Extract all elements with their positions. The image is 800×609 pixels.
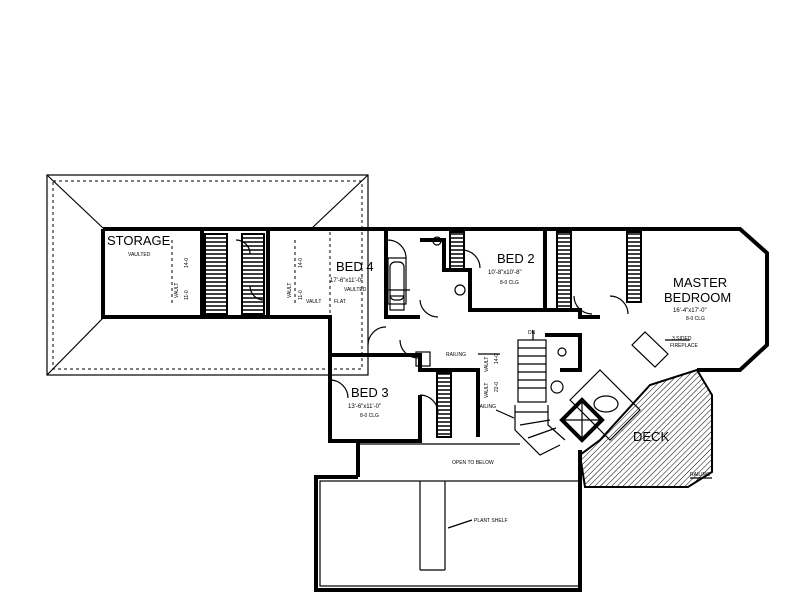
vault-label-storage: VAULT bbox=[174, 283, 180, 298]
deck-label: DECK bbox=[633, 429, 669, 444]
height-label-a: 14-0 bbox=[184, 258, 190, 268]
dn-label: DN bbox=[528, 330, 536, 336]
exterior-walls bbox=[101, 227, 769, 477]
height-label-d: 11-0 bbox=[298, 290, 304, 300]
height-label-b: 11-0 bbox=[184, 290, 190, 300]
bed4-dims: 17'-6"x11'-0" bbox=[330, 278, 363, 284]
vault-flat-vault: VAULT bbox=[306, 299, 321, 305]
bed2-dims: 10'-8"x10'-8" bbox=[488, 270, 522, 276]
height-label-e: 14-0 bbox=[494, 354, 500, 364]
master-note: 8-0 CLG bbox=[686, 316, 705, 322]
vault-label-bed4: VAULT bbox=[287, 283, 293, 298]
bed3-label: BED 3 bbox=[351, 385, 389, 400]
bed2-label: BED 2 bbox=[497, 251, 535, 266]
interior-walls bbox=[171, 229, 629, 443]
vault-flat-flat: FLAT bbox=[334, 299, 346, 305]
roof-outline bbox=[46, 174, 369, 376]
stairs bbox=[514, 330, 566, 456]
deck bbox=[578, 368, 713, 488]
master-label-1: MASTER bbox=[673, 275, 727, 290]
railing-label-deck: RAILING bbox=[690, 472, 710, 478]
vault-label-stair: VAULT bbox=[484, 357, 490, 372]
fireplace-label-1: 3 SIDED bbox=[672, 336, 692, 342]
bed4-note: VAULTED bbox=[344, 287, 367, 293]
bed2-note: 8-0 CLG bbox=[500, 280, 519, 286]
vault-label-stair-2: VAULT bbox=[484, 383, 490, 398]
room-labels: STORAGE VAULTED BED 4 17'-6"x11'-0" VAUL… bbox=[107, 233, 731, 444]
bed3-note: 8-0 CLG bbox=[360, 413, 379, 419]
height-label-f: 22-0 bbox=[494, 382, 500, 392]
lower-area bbox=[314, 443, 582, 592]
master-label-2: BEDROOM bbox=[664, 290, 731, 305]
master-dims: 16'-4"x17'-0" bbox=[673, 308, 707, 314]
open-to-below-label: OPEN TO BELOW bbox=[452, 460, 494, 466]
railing-label-1: RAILING bbox=[446, 352, 466, 358]
railing-label-2: RAILING bbox=[476, 404, 496, 410]
annotations: VAULT VAULT 14-0 11-0 14-0 11-0 VAULT FL… bbox=[174, 258, 710, 529]
storage-label: STORAGE bbox=[107, 233, 171, 248]
bed3-dims: 13'-6"x11'-0" bbox=[348, 404, 381, 410]
fireplace-label-2: FIREPLACE bbox=[670, 343, 698, 349]
storage-note: VAULTED bbox=[128, 252, 151, 258]
bed4-label: BED 4 bbox=[336, 259, 374, 274]
plant-shelf-label: PLANT SHELF bbox=[474, 518, 508, 524]
height-label-c: 14-0 bbox=[298, 258, 304, 268]
